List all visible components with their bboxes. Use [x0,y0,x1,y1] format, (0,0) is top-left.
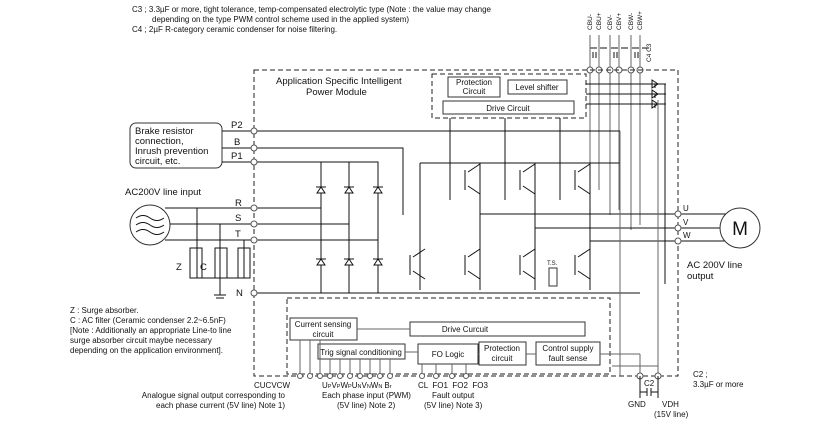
drive-circuit-bottom-block [409,321,586,337]
c2-capacitor [639,376,659,398]
motor-label: M [732,219,748,240]
protection-bottom-label-2: circuit [492,354,514,363]
protection-bottom-label: Protection [484,344,520,353]
c3-note: C3 ; 3.3µF or more, tight tolerance, tem… [132,5,492,14]
c-label: C [200,262,207,273]
pin-cbu-plus: CBU+ [596,12,603,30]
level-shifter-label: Level shifter [515,83,558,92]
current-sensing-label-2: circuit [313,330,335,339]
c4-note: C4 ; 2µF R-category ceramic condenser fo… [132,25,337,34]
trig-signal-label: Trig signal conditioning [320,348,402,357]
vdh-label: VDH [662,400,679,409]
drive-circuit-top-block [442,100,575,115]
level-shifter-block [507,79,568,95]
note-line-2: surge absorber circuit maybe necessary [70,336,212,345]
ac-input-label: AC200V line input [125,187,201,198]
output-label: AC 200V line [687,260,742,271]
top-terminals [586,35,644,230]
brake-text-1: Brake resistor [135,126,194,137]
lvic-boundary [286,297,611,375]
c2-note: C2 ; [693,370,708,379]
pin-cbu-minus: CBU- [587,14,594,30]
pin-v: V [683,218,689,227]
pin-t: T [235,229,241,240]
current-desc-2: each phase current (5V line) Note 1) [156,401,285,410]
output-wires [480,210,740,245]
ac-wires [165,204,378,299]
pin-p1: P1 [231,151,243,162]
module-title-2: Power Module [306,87,367,98]
vdh-desc: (15V line) [654,410,689,419]
module-title: Application Specific Intelligent [276,76,402,87]
hvic-boundary [431,73,587,119]
fo-logic-label: FO Logic [432,350,464,359]
note-line-1: [Note : Additionally an appropriate Line… [70,326,232,335]
fault-pins-label: CL FO1 FO2 FO3 [418,381,488,390]
c2-note-2: 3.3µF or more [693,380,744,389]
note-line-3: depending on the application environment… [70,346,223,355]
pin-s: S [235,213,241,224]
thermal-sensor [548,267,558,287]
dc-bus-wires [222,127,620,293]
note-z: Z : Surge absorber. [70,306,138,315]
z-label: Z [176,262,182,273]
c2-label: C2 [644,379,655,388]
n-wire [250,289,640,297]
c3-note-cont: depending on the type PWM control scheme… [152,15,409,24]
pin-p2: P2 [231,120,243,131]
drive-circuit-bottom-label: Drive Curcuit [442,325,489,334]
pin-u: U [683,204,689,213]
control-supply-label: Control supply [542,344,593,353]
bootstrap-diodes [586,79,666,284]
pin-r: R [235,198,242,209]
brake-text-3: Inrush prevention [135,146,208,157]
protection-label: Protection [456,78,492,87]
drive-circuit-top-label: Drive Circuit [486,104,530,113]
pwm-desc-2: (5V line) Note 2) [337,401,396,410]
caps-label: C4 C3 [646,43,653,62]
pwm-desc: Each phase input (PWM) [322,391,411,400]
inverter-igbts [409,118,620,290]
pin-cbw-plus: CBW+ [637,11,644,30]
control-supply-label-2: fault sense [549,354,588,363]
brake-resistor-box [129,122,223,169]
pin-cbv-minus: CBV- [607,15,614,30]
current-pins-label: CUCVCW [254,381,290,390]
ts-label: T.S. [547,261,558,267]
motor-icon [719,207,761,249]
bootstrap-caps [590,47,649,58]
current-sensing-label: Current sensing [295,320,351,329]
protection-label-2: Circuit [463,87,486,96]
brake-text-2: connection, [135,136,184,147]
protection-circuit-block [447,76,501,98]
sine-wave-icon [135,215,165,235]
top-pin-labels: CBU- CBU+ CBV- CBV+ CBW- CBW+ C4 C3 [587,11,653,62]
pin-cbw-minus: CBW- [628,13,635,30]
current-desc: Analogue signal output corresponding to [142,391,286,400]
pin-w: W [683,231,691,240]
gnd-label: GND [628,400,646,409]
pin-n: N [236,288,243,299]
fault-desc: Fault output [432,391,475,400]
rectifier-diodes [316,186,383,266]
brake-text-4: circuit, etc. [135,156,180,167]
note-c: C : AC filter (Ceramic condenser 2.2~6.5… [70,316,226,325]
fault-desc-2: (5V line) Note 3) [424,401,483,410]
bottom-terminals [297,372,662,380]
output-label-2: output [687,271,714,282]
pin-b: B [234,137,240,148]
pin-cbv-plus: CBV+ [616,13,623,30]
control-wires [299,100,659,376]
